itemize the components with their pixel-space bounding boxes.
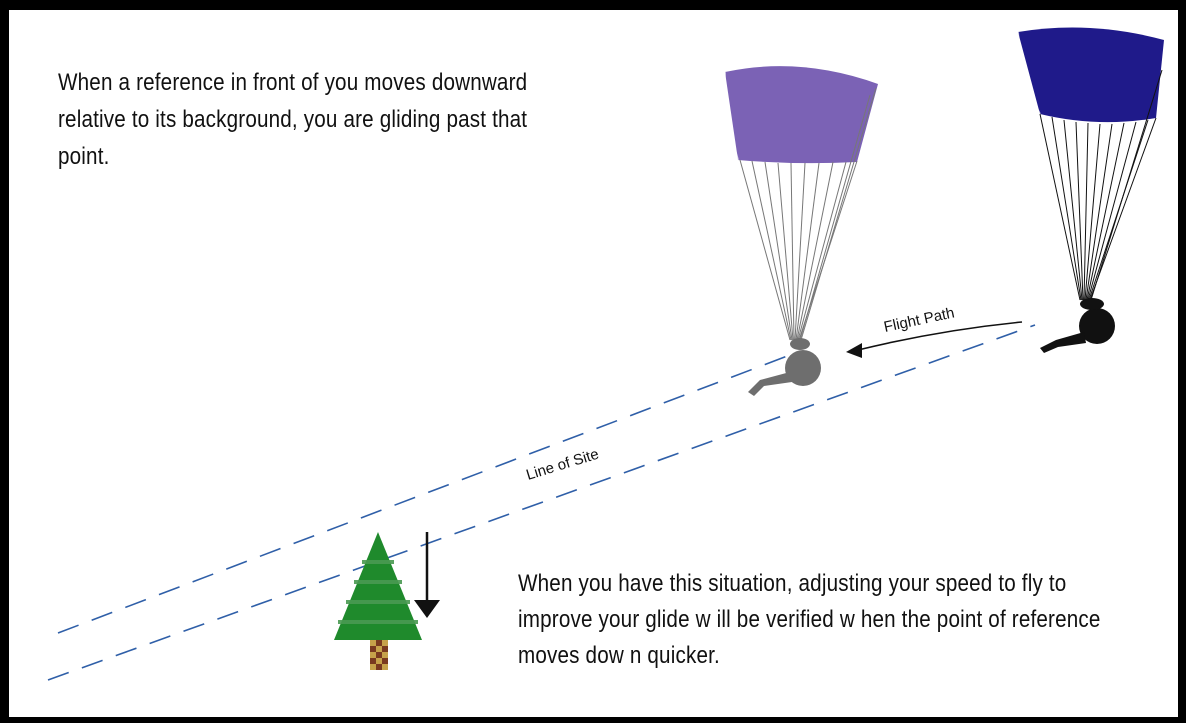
flight-path-label: Flight Path [882, 304, 956, 336]
tree-trunk [370, 640, 388, 670]
top-note: When a reference in front of you moves d… [58, 64, 527, 175]
far-paraglider [1018, 28, 1164, 354]
bottom-note-line-3: moves dow n quicker. [518, 638, 1101, 674]
bottom-note-line-1: When you have this situation, adjusting … [518, 566, 1101, 602]
down-arrow-icon [414, 532, 440, 618]
pine-tree-icon [334, 532, 422, 670]
top-note-line-2: relative to its background, you are glid… [58, 101, 527, 138]
near-pilot-icon [748, 338, 821, 396]
far-pilot-icon [1040, 298, 1115, 353]
top-note-line-1: When a reference in front of you moves d… [58, 64, 527, 101]
bottom-note: When you have this situation, adjusting … [518, 566, 1101, 674]
near-paraglider [725, 66, 878, 396]
bottom-note-line-2: improve your glide w ill be verified w h… [518, 602, 1101, 638]
flight-path-arrow [846, 322, 1022, 358]
far-canopy-icon [1018, 28, 1164, 123]
top-note-line-3: point. [58, 138, 527, 175]
